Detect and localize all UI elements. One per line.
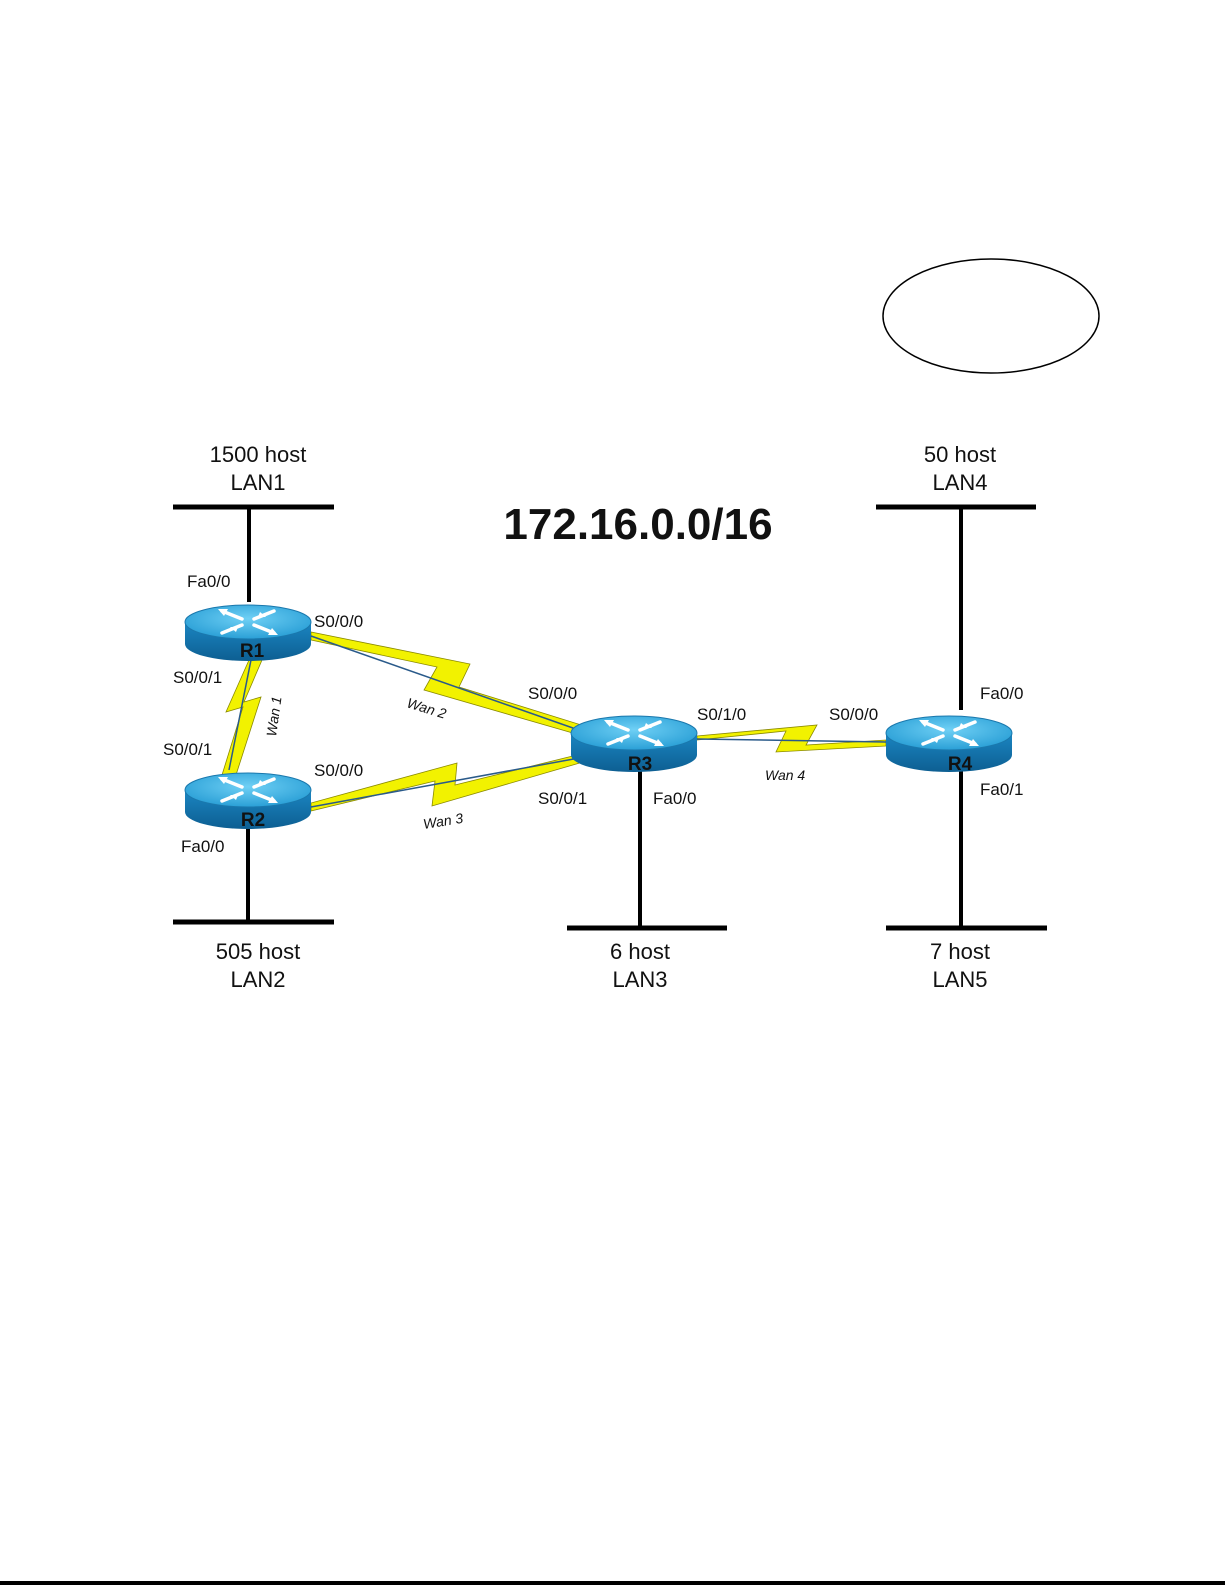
lan1-name-label: LAN1 — [230, 470, 285, 495]
page-bottom-rule — [0, 1581, 1225, 1585]
router-r3-label: R3 — [628, 754, 652, 775]
lan4-hosts-label: 50 host — [924, 442, 996, 467]
lan2-segment — [173, 820, 334, 922]
lan1-hosts-label: 1500 host — [210, 442, 307, 467]
r1-s001-label: S0/0/1 — [173, 668, 222, 687]
lan3-hosts-label: 6 host — [610, 939, 670, 964]
router-r2-label: R2 — [241, 810, 265, 831]
router-r1-label: R1 — [240, 641, 265, 662]
wan4-link — [697, 725, 886, 752]
empty-callout-ellipse — [883, 259, 1099, 373]
router-r4-label: R4 — [948, 754, 973, 775]
lan3-segment — [567, 770, 727, 928]
wan4-label: Wan 4 — [765, 767, 805, 783]
r1-fa00-label: Fa0/0 — [187, 572, 230, 591]
wan1-link — [222, 660, 262, 775]
r2-s000-label: S0/0/0 — [314, 761, 363, 780]
lan3-name-label: LAN3 — [612, 967, 667, 992]
wan3-label: Wan 3 — [422, 810, 464, 832]
lan4-segment — [876, 507, 1036, 710]
r3-s010-label: S0/1/0 — [697, 705, 746, 724]
r1-s000-label: S0/0/0 — [314, 612, 363, 631]
r2-fa00-label: Fa0/0 — [181, 837, 224, 856]
r3-fa00-label: Fa0/0 — [653, 789, 696, 808]
wan1-label: Wan 1 — [263, 695, 284, 737]
lan2-name-label: LAN2 — [230, 967, 285, 992]
r3-s001-label: S0/0/1 — [538, 789, 587, 808]
r4-s000-label: S0/0/0 — [829, 705, 878, 724]
r4-fa01-label: Fa0/1 — [980, 780, 1023, 799]
wan2-label: Wan 2 — [405, 695, 448, 722]
r4-fa00-label: Fa0/0 — [980, 684, 1023, 703]
lan2-hosts-label: 505 host — [216, 939, 300, 964]
lan5-name-label: LAN5 — [932, 967, 987, 992]
r2-s001-label: S0/0/1 — [163, 740, 212, 759]
lan4-name-label: LAN4 — [932, 470, 987, 495]
network-address-title: 172.16.0.0/16 — [503, 500, 772, 549]
r3-s000-label: S0/0/0 — [528, 684, 577, 703]
lan5-hosts-label: 7 host — [930, 939, 990, 964]
